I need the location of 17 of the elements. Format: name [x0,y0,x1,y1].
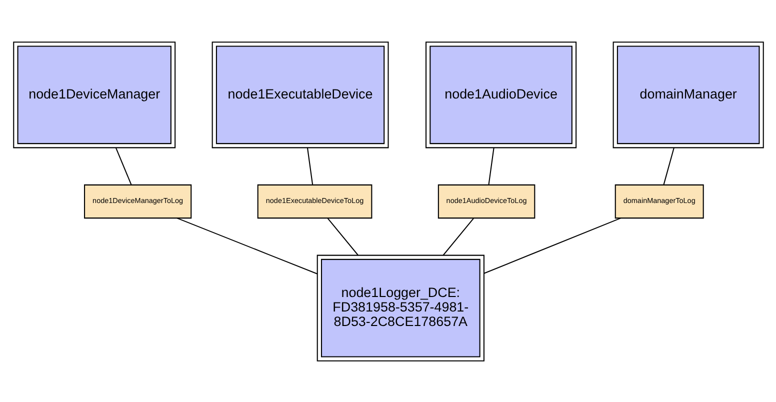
node-box: domainManager [612,41,764,148]
connector [662,147,674,185]
connector [326,218,358,255]
connector [483,217,621,274]
node-box: node1DeviceManagerToLog [84,184,192,218]
connector [114,147,132,185]
node-box: node1ExecutableDeviceToLog [256,184,372,218]
node-box: node1AudioDeviceToLog [437,184,535,218]
node-box: node1DeviceManager [12,41,176,148]
connector [442,218,474,255]
node-box: node1AudioDevice [425,41,576,148]
node-box: node1ExecutableDevice [211,41,388,148]
node-box: node1Logger_DCE: FD381958-5357-4981-8D53-2C8CE178657A [316,254,484,361]
node-box: domainManagerToLog [614,184,704,218]
connector [306,147,313,184]
connector [176,217,318,274]
connector [488,147,494,184]
